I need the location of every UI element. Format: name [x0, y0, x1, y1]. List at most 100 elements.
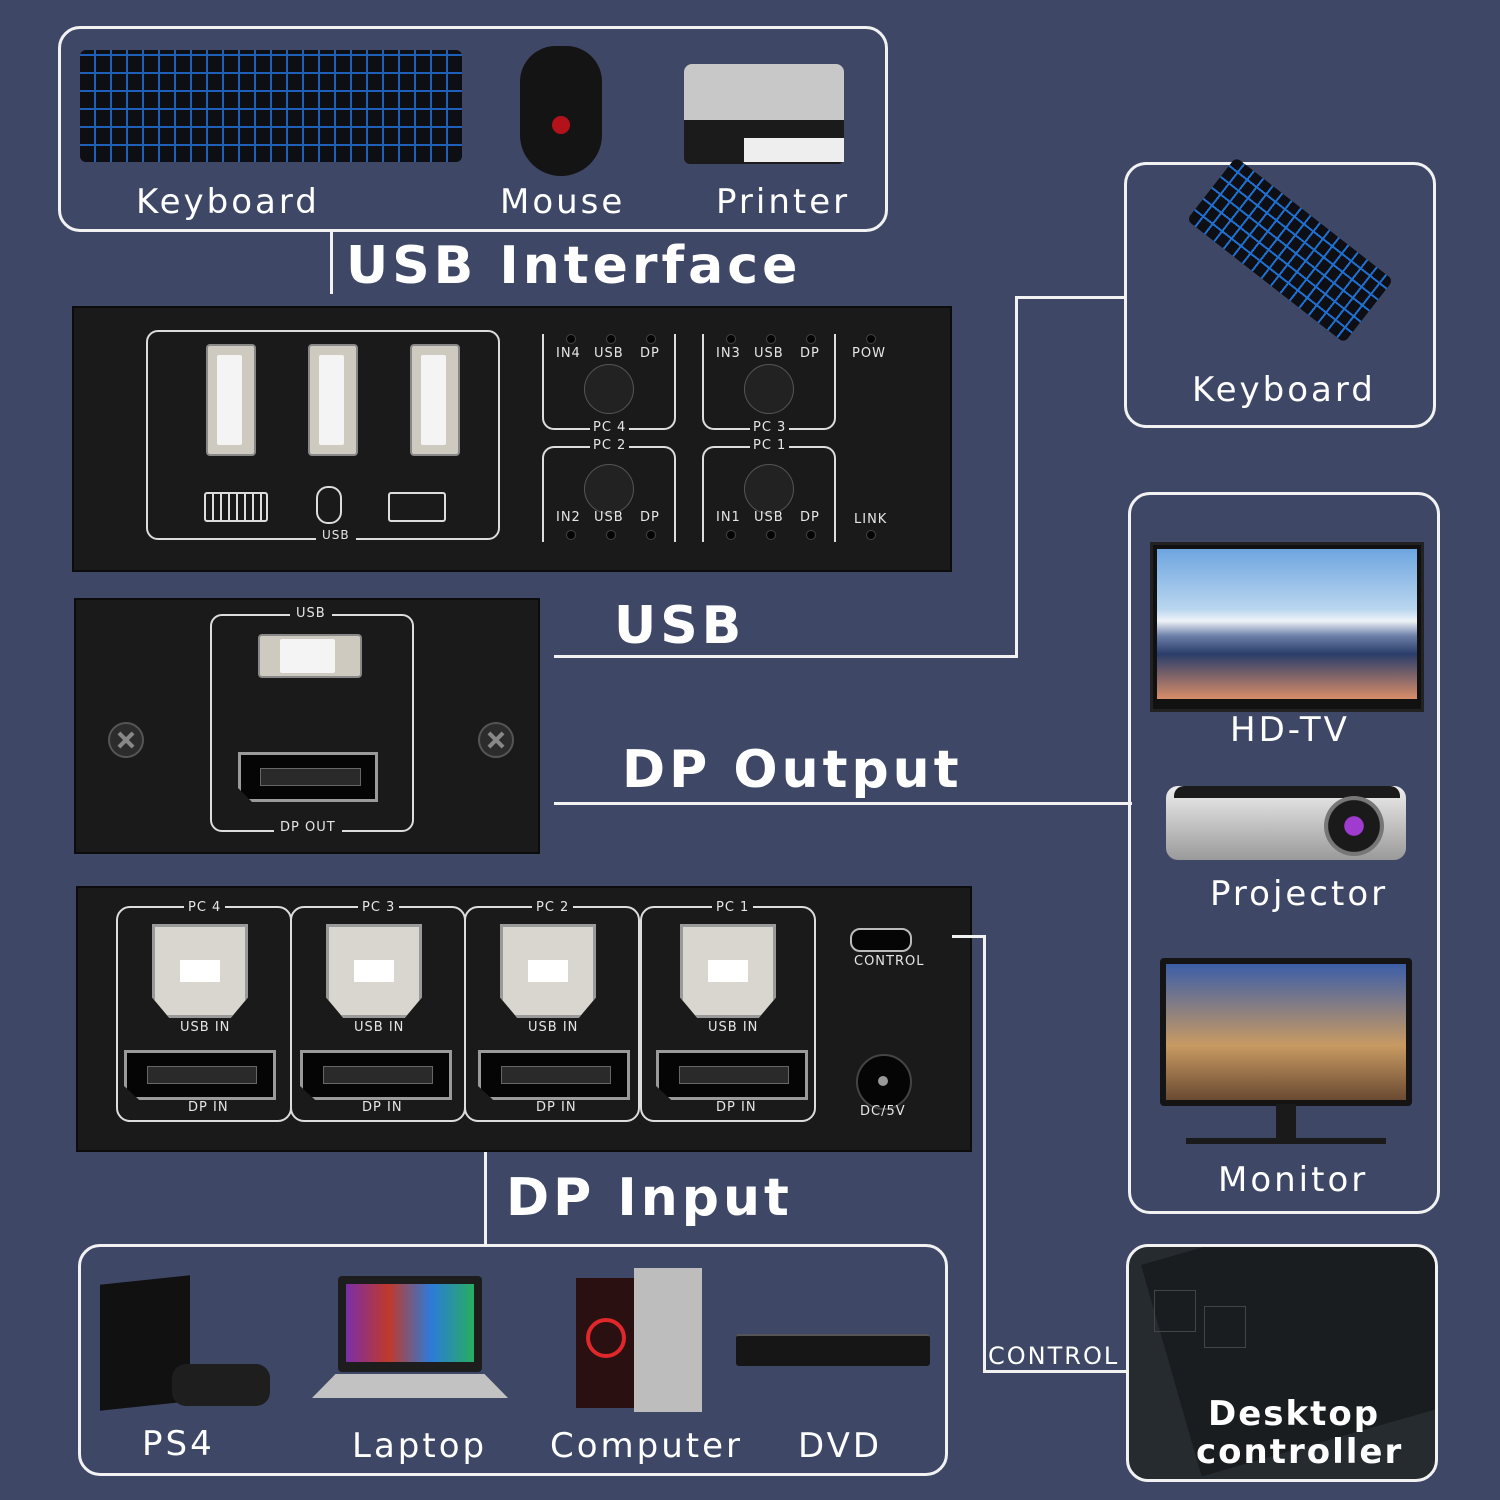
- pc4-dp-in-port[interactable]: [124, 1050, 276, 1100]
- in1-led: [726, 530, 736, 540]
- usb-heading: USB: [614, 596, 746, 656]
- pc3-dp-in-port[interactable]: [300, 1050, 452, 1100]
- printer-image: [684, 64, 856, 168]
- pc2-dp-led: [646, 530, 656, 540]
- printer-label: Printer: [716, 182, 851, 222]
- source-devices-box: [78, 1244, 948, 1476]
- output-panel: USB DP OUT: [74, 598, 540, 854]
- projector-image: [1166, 786, 1406, 860]
- hdtv-label: HD-TV: [1230, 710, 1350, 750]
- left-screw: [108, 722, 144, 758]
- usb-led-label: USB: [754, 510, 784, 525]
- pc4-usb-led: [606, 334, 616, 344]
- printer-glyph-icon: [388, 492, 446, 522]
- rear-panel: PC 4 PC 3 PC 2 PC 1 USB IN USB IN USB IN…: [76, 886, 972, 1152]
- pc2-usb-in-port[interactable]: [500, 924, 596, 1018]
- computer-label: Computer: [550, 1426, 744, 1466]
- keyboard-image: [80, 50, 462, 162]
- pc1-usb-in-port[interactable]: [680, 924, 776, 1018]
- pc4-dp-led: [646, 334, 656, 344]
- dc-power-jack[interactable]: [856, 1054, 912, 1110]
- pc1-switch-button[interactable]: [744, 464, 794, 514]
- pc3-label: PC 3: [750, 420, 790, 435]
- usb-connector-v: [1015, 296, 1018, 658]
- hdtv-image: [1150, 542, 1424, 712]
- usb-port-keyboard[interactable]: [206, 344, 256, 456]
- pc4-label: PC 4: [590, 420, 630, 435]
- usb-interface-connector: [330, 232, 333, 294]
- desktop-controller-label-2: controller: [1196, 1432, 1404, 1472]
- dc-label: DC/5V: [860, 1104, 906, 1119]
- dp-output-heading: DP Output: [622, 740, 963, 800]
- in3-label: IN3: [716, 346, 741, 361]
- dp-led-label: DP: [640, 510, 660, 525]
- dp-out-port[interactable]: [238, 752, 378, 802]
- control-connector-bottom: [983, 1370, 1129, 1373]
- pc3-switch-button[interactable]: [744, 364, 794, 414]
- usb-connector-top: [1015, 296, 1127, 299]
- dvd-label: DVD: [798, 1426, 883, 1466]
- projector-label: Projector: [1210, 874, 1389, 914]
- display-devices-box: [1128, 492, 1440, 1214]
- desktop-controller-box: [1126, 1244, 1438, 1482]
- rear-pc2-label: PC 2: [532, 900, 574, 915]
- in1-label: IN1: [716, 510, 741, 525]
- laptop-label: Laptop: [352, 1426, 488, 1466]
- computer-image: [576, 1268, 702, 1412]
- ps4-label: PS4: [142, 1424, 215, 1464]
- in3-led: [726, 334, 736, 344]
- right-screw: [478, 722, 514, 758]
- pc4-usb-in-label: USB IN: [180, 1020, 231, 1035]
- pc2-dp-in-label: DP IN: [532, 1100, 581, 1115]
- control-port[interactable]: [850, 928, 912, 952]
- ps4-image: [100, 1275, 272, 1411]
- usb-group-label: USB: [316, 528, 356, 542]
- pc3-usb-in-label: USB IN: [354, 1020, 405, 1035]
- desktop-controller-label-1: Desktop: [1208, 1394, 1381, 1434]
- in2-led: [566, 530, 576, 540]
- pc3-usb-in-port[interactable]: [326, 924, 422, 1018]
- pc4-usb-in-port[interactable]: [152, 924, 248, 1018]
- output-usb-label: USB: [290, 606, 332, 621]
- dp-led-label: DP: [800, 510, 820, 525]
- keyboard-label: Keyboard: [136, 182, 320, 222]
- pc4-switch-button[interactable]: [584, 364, 634, 414]
- pc1-usb-led: [766, 530, 776, 540]
- dp-input-connector: [484, 1152, 487, 1246]
- keyboard-output-label: Keyboard: [1192, 370, 1376, 410]
- usb-port-mouse[interactable]: [308, 344, 358, 456]
- pc2-usb-in-label: USB IN: [528, 1020, 579, 1035]
- mouse-image: [520, 46, 602, 176]
- monitor-label: Monitor: [1218, 1160, 1369, 1200]
- dvd-image: [736, 1334, 930, 1366]
- usb-devices-box: [58, 26, 888, 232]
- dp-input-heading: DP Input: [506, 1168, 793, 1228]
- front-panel: USB IN4 USB DP IN3 USB DP POW PC 4 PC 3 …: [72, 306, 952, 572]
- pc3-dp-in-label: DP IN: [358, 1100, 407, 1115]
- pc1-dp-in-label: DP IN: [712, 1100, 761, 1115]
- rear-pc1-label: PC 1: [712, 900, 754, 915]
- mouse-glyph-icon: [316, 486, 342, 524]
- link-led: [866, 530, 876, 540]
- in4-label: IN4: [556, 346, 581, 361]
- rear-pc4-label: PC 4: [184, 900, 226, 915]
- pc2-dp-in-port[interactable]: [478, 1050, 630, 1100]
- output-usb-port[interactable]: [258, 634, 362, 678]
- dp-output-connector: [554, 802, 1132, 805]
- in4-led: [566, 334, 576, 344]
- usb-connector-h: [554, 655, 1018, 658]
- usb-port-printer[interactable]: [410, 344, 460, 456]
- rear-pc3-label: PC 3: [358, 900, 400, 915]
- usb-interface-heading: USB Interface: [346, 236, 802, 296]
- pow-label: POW: [852, 346, 886, 361]
- pc3-usb-led: [766, 334, 776, 344]
- monitor-image: [1160, 958, 1412, 1148]
- usb-led-label: USB: [594, 346, 624, 361]
- pc2-switch-button[interactable]: [584, 464, 634, 514]
- pc2-label: PC 2: [590, 438, 630, 453]
- pc2-usb-led: [606, 530, 616, 540]
- desktop-controller-image: [1154, 1290, 1304, 1350]
- pow-led: [866, 334, 876, 344]
- pc1-dp-in-port[interactable]: [656, 1050, 808, 1100]
- pc1-dp-led: [806, 530, 816, 540]
